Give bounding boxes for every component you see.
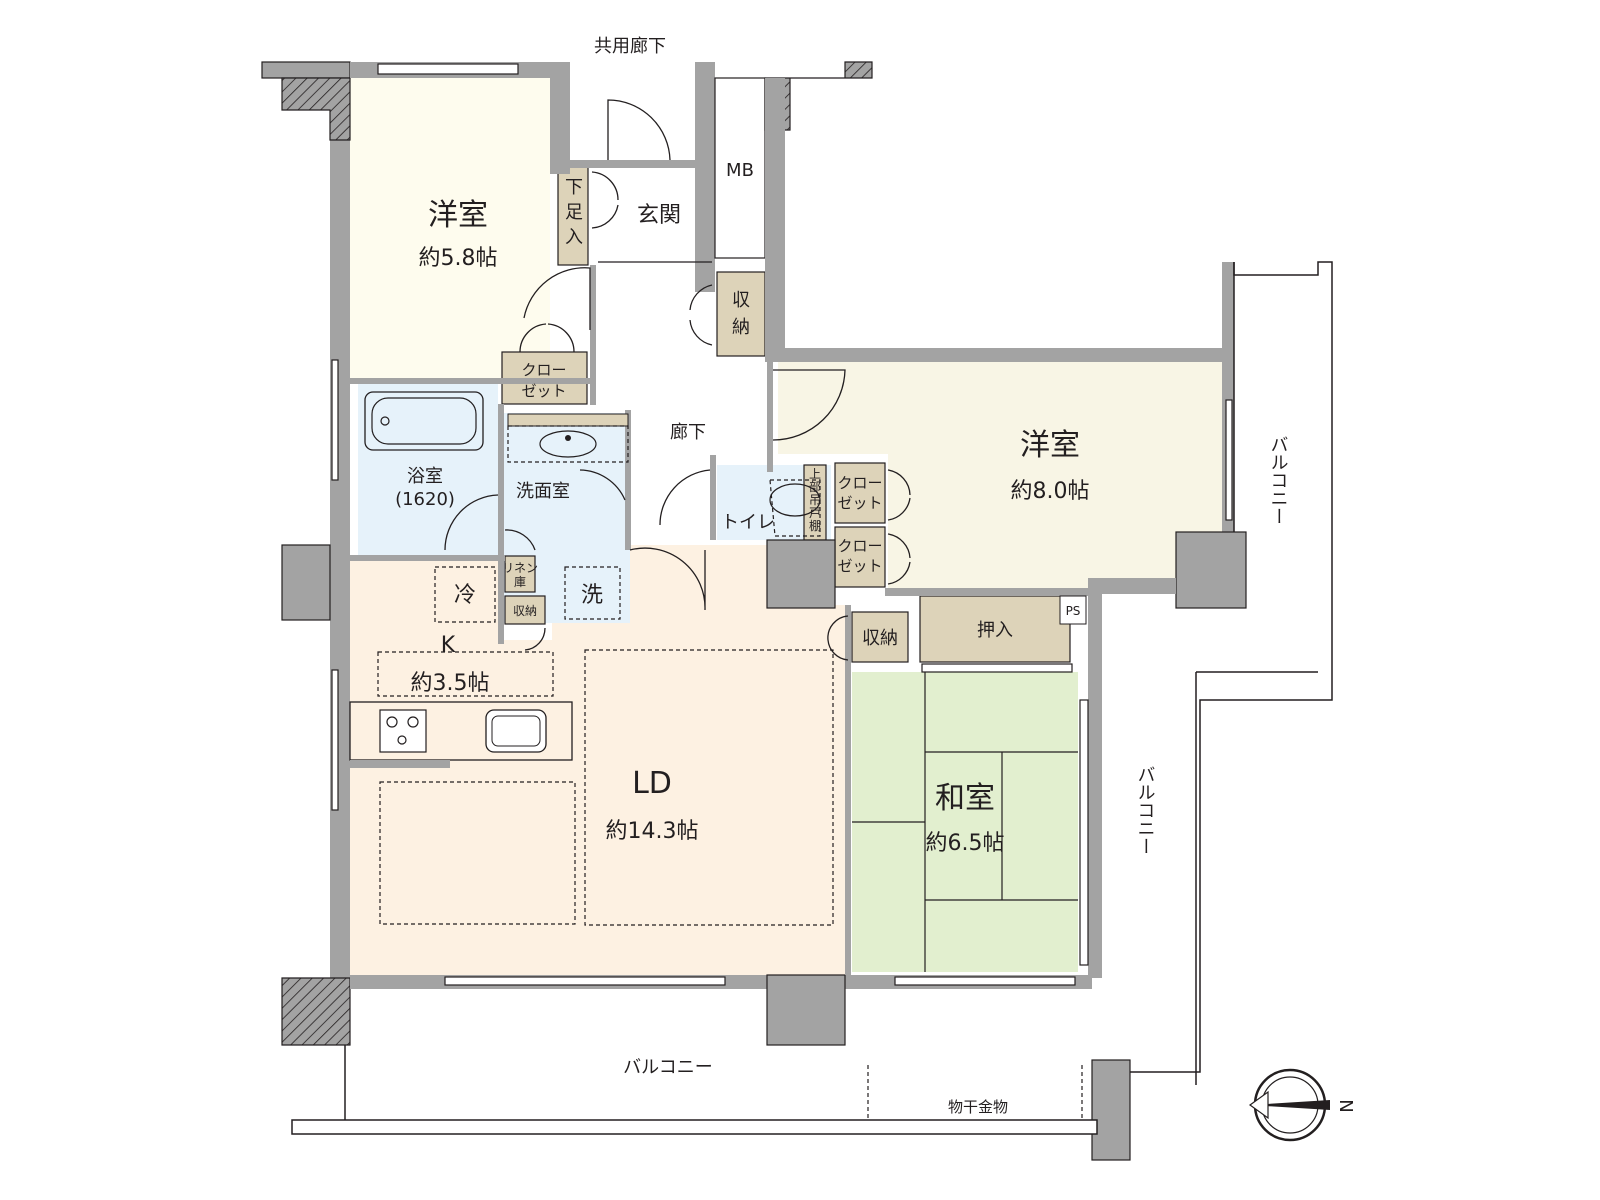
storage-1-box bbox=[716, 271, 766, 357]
western-room-2-area bbox=[778, 362, 1222, 588]
entrance-label: 玄関 bbox=[637, 203, 681, 228]
western-room-1-size: 約5.8帖 bbox=[419, 246, 498, 271]
bathroom-size: (1620) bbox=[395, 489, 455, 510]
western-room-2-size: 約8.0帖 bbox=[1011, 479, 1090, 504]
closet-2-label-2: ゼット bbox=[837, 494, 882, 512]
clothes-hanger-label: 物干金物 bbox=[948, 1098, 1008, 1116]
doors bbox=[444, 99, 911, 661]
oshiire-box bbox=[919, 595, 1071, 663]
upper-shelf-label-1: 上 bbox=[809, 467, 821, 481]
closet-1-label-1: クロー bbox=[521, 361, 566, 379]
closet-2-label-1: クロー bbox=[837, 474, 882, 492]
fixtures bbox=[349, 391, 1330, 1142]
entrance-area bbox=[592, 165, 699, 265]
japanese-room-label: 和室 bbox=[935, 781, 995, 816]
common-corridor-label: 共用廊下 bbox=[594, 36, 666, 57]
toilet-label: トイレ bbox=[721, 512, 775, 533]
compass-north-label: N bbox=[1335, 1099, 1356, 1112]
kitchen-label: K bbox=[441, 633, 456, 658]
balcony-south-label: バルコニー bbox=[623, 1057, 713, 1078]
hallway-label: 廊下 bbox=[670, 422, 706, 443]
ld-label: LD bbox=[632, 766, 672, 801]
closet-2-box bbox=[834, 462, 886, 524]
shoe-closet-label-2: 足 bbox=[565, 202, 583, 223]
oshiire-label: 押入 bbox=[977, 620, 1013, 641]
balcony-east-upper-label: バルコニー bbox=[1268, 435, 1289, 525]
storage-1-label-1: 収 bbox=[732, 290, 750, 311]
room-labels: 共用廊下 MB 玄関 下 足 入 洋室 約5.8帖 収 納 クロー ゼット 廊下… bbox=[395, 36, 1356, 1116]
storage-small-label: 収納 bbox=[513, 604, 537, 618]
upper-shelf-label-2: 部 bbox=[809, 479, 821, 494]
shoe-closet-label-3: 入 bbox=[565, 227, 583, 248]
upper-shelf-label-5: 棚 bbox=[809, 518, 821, 533]
upper-shelf-label-4: 戸 bbox=[809, 506, 821, 520]
bathroom-label: 浴室 bbox=[407, 466, 443, 487]
western-room-1-area bbox=[350, 78, 550, 378]
balcony-east-lower-label: バルコニー bbox=[1135, 765, 1156, 855]
linen-label-2: 庫 bbox=[514, 575, 526, 589]
shoe-closet-label-1: 下 bbox=[565, 177, 583, 198]
linen-box bbox=[504, 555, 536, 593]
mb-label: MB bbox=[726, 160, 754, 181]
ld-size: 約14.3帖 bbox=[606, 819, 699, 844]
fridge-label: 冷 bbox=[454, 583, 476, 608]
windows bbox=[331, 63, 1233, 986]
closet-3-box bbox=[834, 526, 886, 588]
storage-2-box bbox=[851, 611, 909, 663]
western-room-1-label: 洋室 bbox=[428, 198, 488, 233]
closet-3-label-2: ゼット bbox=[837, 557, 882, 575]
kitchen-size: 約3.5帖 bbox=[411, 671, 490, 696]
storage-1-label-2: 納 bbox=[732, 317, 750, 338]
washroom-label: 洗面室 bbox=[516, 481, 570, 502]
closet-1-label-2: ゼット bbox=[521, 382, 566, 400]
ps-label: PS bbox=[1066, 604, 1081, 618]
washer-label: 洗 bbox=[581, 583, 603, 608]
closet-3-label-1: クロー bbox=[837, 537, 882, 555]
shoe-closet-box bbox=[557, 164, 589, 266]
linen-label-1: リネン bbox=[502, 561, 538, 575]
western-room-2-label: 洋室 bbox=[1020, 428, 1080, 463]
balconies bbox=[291, 261, 1333, 1161]
upper-shelf-label-3: 吊 bbox=[809, 493, 821, 507]
ldk-area bbox=[350, 545, 845, 975]
storage-2-label: 収納 bbox=[862, 628, 898, 649]
compass-icon bbox=[1248, 1068, 1330, 1142]
storage-small-box bbox=[504, 595, 546, 625]
japanese-room-size: 約6.5帖 bbox=[926, 831, 1005, 856]
